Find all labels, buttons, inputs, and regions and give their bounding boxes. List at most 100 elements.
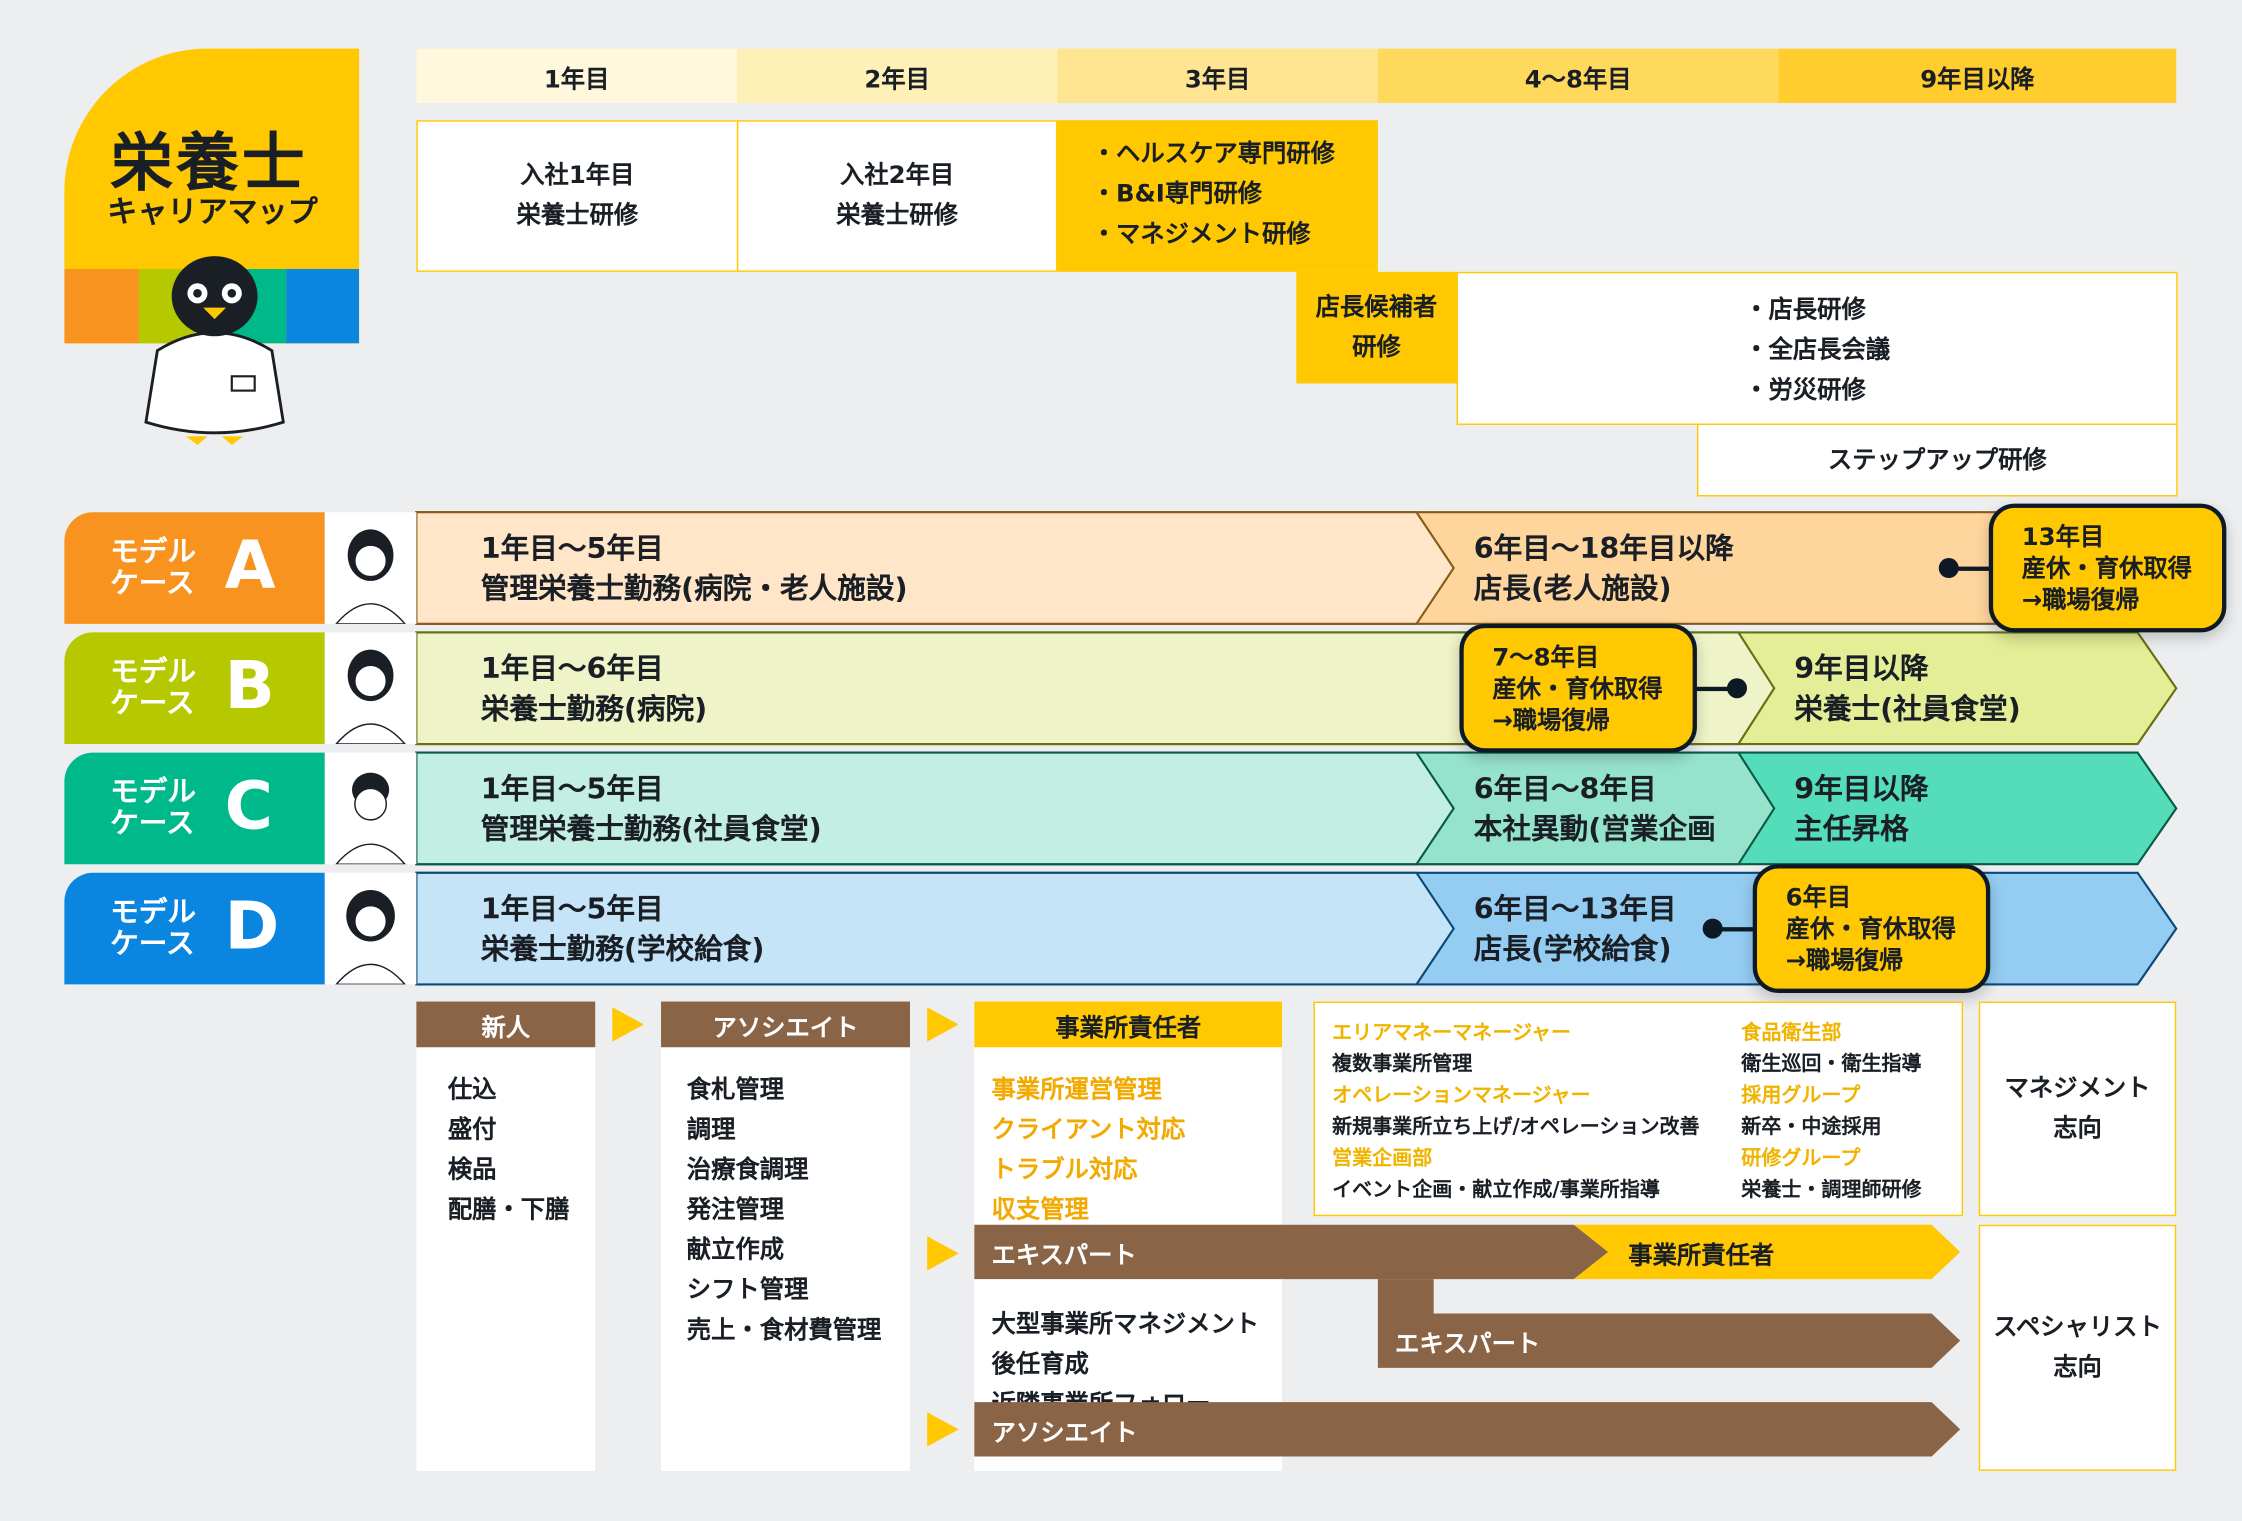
- model-letter: A: [224, 526, 276, 604]
- model-c-seg3: 9年目以降主任昇格: [1794, 768, 1928, 848]
- specialist-orientation: スペシャリスト志向: [1978, 1224, 2177, 1471]
- avatar-c-icon: [324, 752, 417, 865]
- model-letter: D: [224, 887, 280, 965]
- training-year3: ・ヘルスケア専門研修・B&I専門研修・マネジメント研修: [1057, 120, 1378, 272]
- skill-item: クライアント対応: [991, 1116, 1186, 1145]
- pill-text: 7〜8年目: [1492, 643, 1600, 673]
- position-title: オペレーションマネージャー: [1332, 1084, 1591, 1108]
- avatar-a-icon: [324, 512, 417, 624]
- training-text: 研修: [1352, 333, 1401, 362]
- penguin-mascot-icon: [144, 256, 285, 445]
- position-title: 食品衛生部: [1741, 1021, 1842, 1045]
- period: 1年目〜5年目: [480, 891, 664, 926]
- avatar-d-icon: [324, 872, 417, 985]
- training-year2: 入社2年目栄養士研修: [736, 120, 1058, 272]
- skill-item: 盛付: [447, 1116, 497, 1145]
- pill-text: 産休・育休取得: [1785, 915, 1956, 945]
- associate-header: アソシエイト: [661, 1001, 910, 1048]
- period: 1年目〜5年目: [480, 530, 664, 566]
- model-b-leave-pill: 7〜8年目産休・育休取得→職場復帰: [1459, 623, 1697, 753]
- position-title: エリアマネーマネージャー: [1332, 1021, 1572, 1045]
- page-subtitle: キャリアマップ: [107, 194, 318, 229]
- expert-band2-shape: [1377, 1279, 1961, 1368]
- band-c: [415, 751, 2178, 866]
- pill-text: →職場復帰: [1785, 947, 1904, 976]
- model-a-label: モデルケース A: [64, 512, 325, 624]
- manager-header: 事業所責任者: [974, 1001, 1282, 1048]
- skill-item: 発注管理: [686, 1196, 785, 1225]
- label-text: ケース: [110, 565, 195, 600]
- label-text: ケース: [110, 805, 195, 840]
- skill-item: 仕込: [447, 1075, 497, 1105]
- skill-item: シフト管理: [686, 1276, 809, 1305]
- position-desc: 複数事業所管理: [1332, 1053, 1473, 1076]
- period: 1年目〜5年目: [480, 771, 664, 806]
- position-title: 研修グループ: [1741, 1147, 1861, 1171]
- pill-text: 産休・育休取得: [2021, 555, 2192, 584]
- training-text: ・ヘルスケア専門研修: [1091, 140, 1335, 169]
- year-9: 9年目以降: [1778, 48, 2177, 104]
- associate-band: アソシエイト: [991, 1418, 1138, 1448]
- skill-item: 献立作成: [686, 1236, 785, 1265]
- model-letter: B: [224, 646, 275, 724]
- newcomer-items: 仕込盛付検品配膳・下膳: [416, 1047, 596, 1471]
- label-text: ケース: [110, 685, 195, 720]
- model-c-seg1: 1年目〜5年目管理栄養士勤務(社員食堂): [481, 768, 822, 848]
- expert-to-manager: 事業所責任者: [1628, 1241, 1775, 1270]
- training-candidate: 店長候補者研修: [1296, 271, 1457, 384]
- expert-to-manager-shape: [1573, 1224, 1961, 1280]
- avatar-b-icon: [324, 632, 417, 745]
- stripe-orange: [64, 268, 139, 344]
- pill-text: 13年目: [2021, 523, 2105, 553]
- period: 6年目〜13年目: [1473, 891, 1677, 926]
- connector-dot: [1938, 558, 1959, 579]
- training-text: ・B&I専門研修: [1091, 180, 1263, 209]
- training-stepup: ステップアップ研修: [1696, 423, 2178, 497]
- training-text: 栄養士研修: [516, 201, 639, 231]
- period: 9年目以降: [1794, 771, 1929, 806]
- period: 6年目〜8年目: [1473, 771, 1657, 806]
- pill-text: 6年目: [1785, 884, 1852, 913]
- skill-item: 調理: [686, 1116, 736, 1145]
- model-a-seg1: 1年目〜5年目管理栄養士勤務(病院・老人施設): [481, 528, 908, 608]
- training-year1: 入社1年目栄養士研修: [416, 120, 739, 272]
- arrow-right-icon: [612, 1007, 644, 1042]
- arrow-right-icon: [927, 1236, 959, 1271]
- expert-band-shape: [974, 1224, 1609, 1280]
- training-text: 入社1年目: [520, 161, 635, 191]
- position-title: 採用グループ: [1741, 1084, 1861, 1108]
- skill-item: 売上・食材費管理: [686, 1316, 882, 1345]
- position-desc: 新卒・中途採用: [1741, 1116, 1882, 1139]
- skill-item: 食札管理: [686, 1075, 785, 1105]
- pill-text: →職場復帰: [1492, 706, 1611, 736]
- management-orientation: マネジメント志向: [1978, 1001, 2177, 1217]
- period: 1年目〜6年目: [480, 651, 664, 686]
- label-text: モデル: [110, 774, 197, 809]
- career-arrows: [974, 1224, 1961, 1457]
- model-b-label: モデルケース B: [64, 632, 325, 745]
- newcomer-header: 新人: [416, 1001, 596, 1048]
- model-d-leave-pill: 6年目産休・育休取得→職場復帰: [1752, 864, 1991, 993]
- role: 栄養士(社員食堂): [1794, 691, 2021, 726]
- position-desc: イベント企画・献立作成/事業所指導: [1332, 1178, 1660, 1202]
- role: 栄養士勤務(病院): [480, 691, 708, 726]
- expert-band: エキスパート: [991, 1241, 1137, 1270]
- skill-item: 大型事業所マネジメント: [991, 1310, 1260, 1340]
- year-4-8: 4〜8年目: [1377, 48, 1779, 104]
- training-text: ・労災研修: [1744, 376, 1866, 405]
- model-c-seg2: 6年目〜8年目本社異動(営業企画: [1474, 768, 1716, 848]
- skill-item: 収支管理: [991, 1196, 1089, 1225]
- label-text: モデル: [110, 653, 197, 689]
- orientation-text: 志向: [2053, 1353, 2102, 1383]
- model-b-seg1: 1年目〜6年目栄養士勤務(病院): [481, 648, 707, 728]
- associate-items: 食札管理調理治療食調理発注管理献立作成シフト管理売上・食材費管理: [661, 1047, 910, 1471]
- training-text: 店長候補者: [1315, 293, 1438, 322]
- year-2: 2年目: [736, 48, 1058, 104]
- connector-line: [1716, 927, 1758, 932]
- role: 店長(老人施設): [1473, 570, 1672, 606]
- training-text: 入社2年目: [839, 161, 955, 191]
- label-text: モデル: [110, 533, 197, 569]
- pill-text: →職場復帰: [2021, 586, 2140, 616]
- connector-line: [1694, 686, 1735, 692]
- skill-item: 事業所運営管理: [991, 1075, 1162, 1105]
